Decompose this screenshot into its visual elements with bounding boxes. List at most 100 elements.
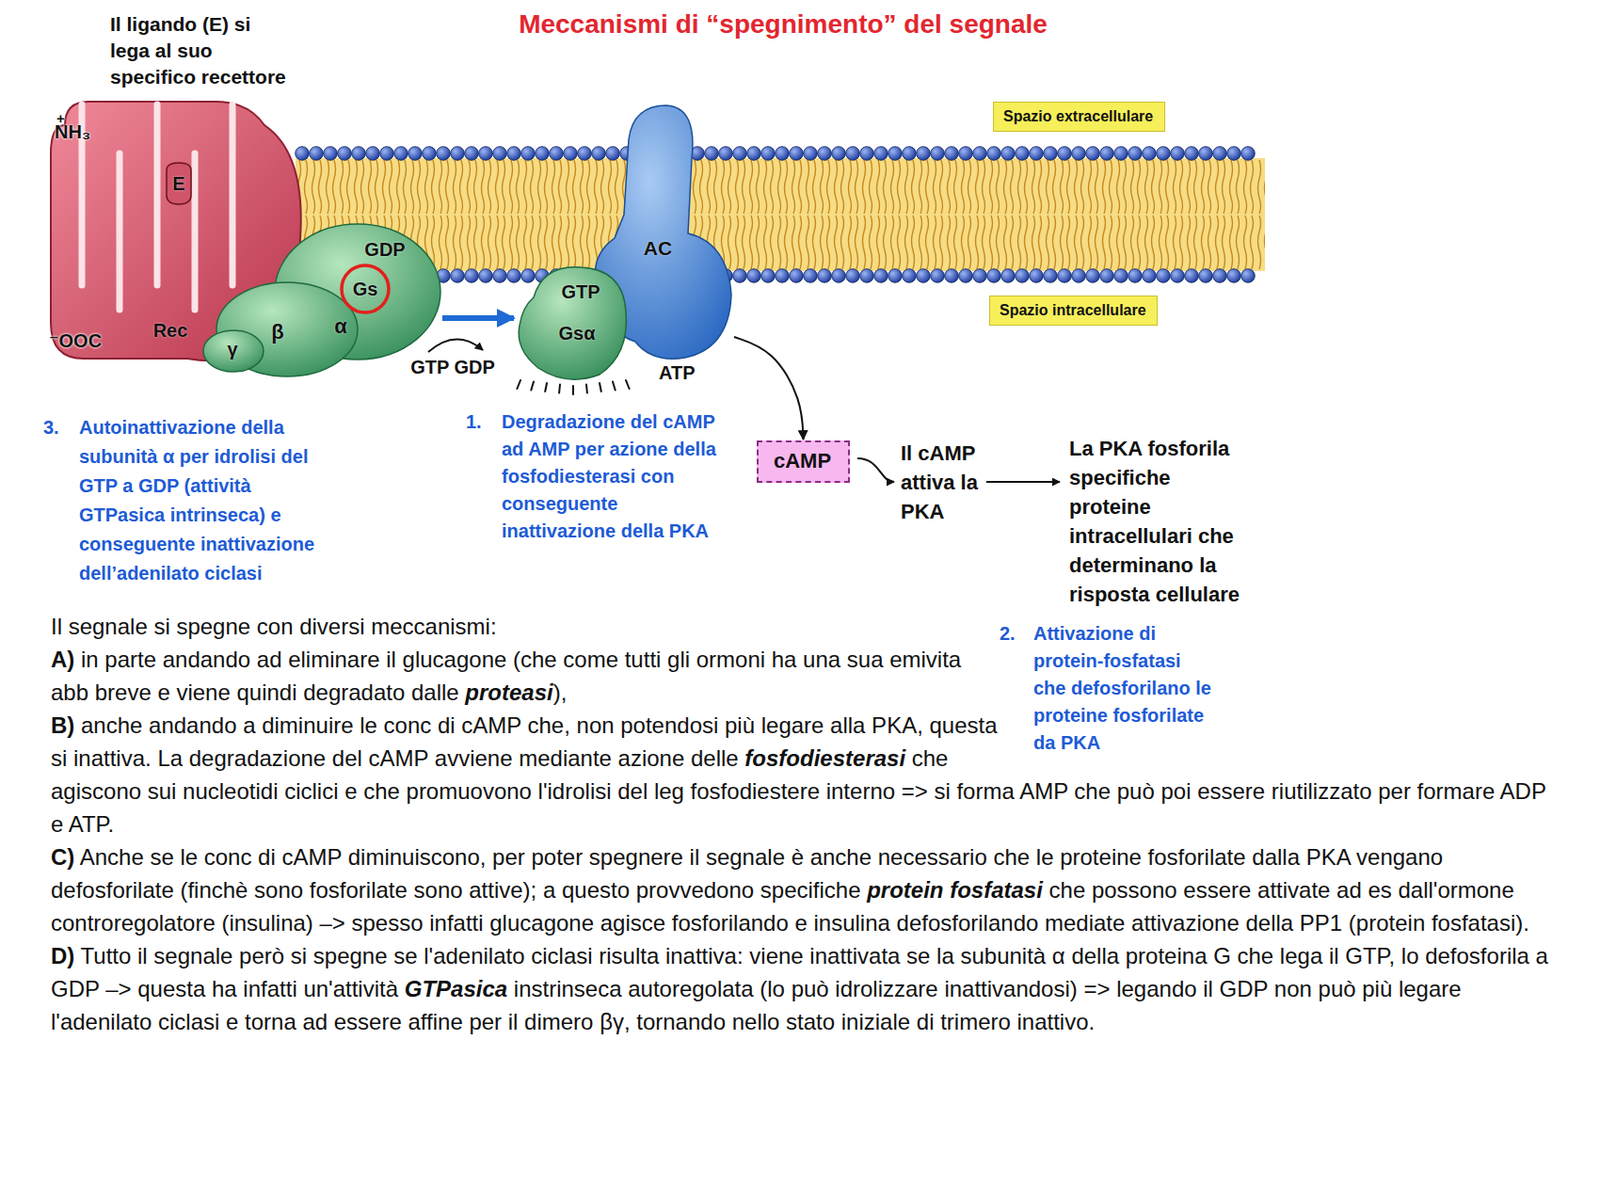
callout-text: Degradazione del cAMP ad AMP per azione …: [501, 408, 737, 545]
lipid-head: [408, 146, 423, 161]
body-text-segment: GTPasica: [404, 976, 508, 1002]
part-label: Gsα: [559, 323, 596, 343]
box-label: Spazio intracellulare: [999, 301, 1148, 320]
lipid-head: [422, 146, 437, 161]
lipid-head: [803, 269, 818, 284]
lipid-head: [1227, 269, 1242, 284]
spike-stroke: [544, 383, 547, 392]
lipid-head: [1015, 146, 1030, 161]
body-text-segment: ),: [553, 679, 568, 705]
lipid-head: [436, 146, 451, 161]
lipid-head: [606, 146, 621, 161]
part-label: γ: [226, 339, 238, 359]
g-protein-trimer-shape: [178, 211, 443, 382]
lipid-head: [704, 146, 720, 161]
activation-spikes: [516, 380, 629, 395]
lipid-head: [592, 146, 607, 161]
lipid-head: [987, 269, 1002, 284]
spike-stroke: [530, 382, 534, 391]
lipid-head: [1100, 269, 1115, 284]
part-label: GDP: [364, 240, 405, 259]
box-label: Spazio extracellulare: [1003, 107, 1155, 126]
lipid-head: [1227, 146, 1242, 161]
helix-gap: [154, 104, 161, 286]
exchange-arrow: [428, 338, 483, 352]
lipid-head: [563, 146, 578, 161]
body-paragraph: D) Tutto il segnale però si spegne se l'…: [50, 939, 1553, 1039]
lipid-head: [803, 146, 818, 161]
lipid-head: [1072, 146, 1087, 161]
lipid-head: [450, 146, 465, 161]
body-text-segment: Il segnale si spegne con diversi meccani…: [50, 613, 497, 640]
camp-box: cAMP: [756, 440, 850, 483]
region-label-box: Spazio intracellulare: [989, 295, 1158, 326]
lipid-head: [1241, 269, 1256, 284]
g-alpha-subunit-shape: [514, 259, 633, 384]
lipid-head: [479, 146, 494, 161]
g-alpha-outline: [518, 267, 626, 380]
lipid-heads: [295, 146, 1256, 284]
lipid-head: [479, 269, 494, 284]
highlight-ring: [341, 265, 389, 313]
lipid-head: [337, 146, 352, 161]
spike-stroke: [625, 380, 630, 389]
lipid-head: [775, 269, 790, 284]
lipid-head: [1156, 269, 1171, 284]
lipid-head: [987, 146, 1002, 161]
lipid-head: [1015, 269, 1030, 284]
spike-stroke: [585, 384, 589, 394]
g-alpha-subunit: GTPGsα: [514, 259, 633, 384]
part-label: β: [271, 321, 284, 343]
lipid-head: [832, 146, 847, 161]
lipid-head: [380, 146, 395, 161]
lipid-head: [1072, 269, 1087, 284]
lipid-head: [944, 146, 960, 161]
lipid-head: [1142, 269, 1157, 284]
body-paragraph: C) Anche se le conc di cAMP diminuiscono…: [50, 840, 1553, 940]
terminus-label: NH₃: [54, 120, 91, 144]
lipid-head: [1043, 269, 1058, 284]
body-text-segment: A): [50, 646, 75, 672]
lipid-head: [1213, 146, 1228, 161]
part-label: E: [172, 174, 185, 193]
lipid-head: [733, 269, 748, 284]
lipid-head: [1128, 269, 1143, 284]
lipid-head: [747, 269, 762, 284]
body-paragraph: Il segnale si spegne con diversi meccani…: [50, 609, 1553, 643]
lipid-head: [1114, 269, 1129, 284]
lipid-head: [1043, 146, 1058, 161]
body-paragraph: B) anche andando a diminuire le conc di …: [50, 708, 1553, 841]
lipid-head: [973, 146, 988, 161]
lipid-head: [733, 146, 748, 161]
lipid-head: [450, 269, 465, 284]
lipid-head: [846, 269, 861, 284]
lipid-head: [789, 269, 804, 284]
caption-text: Il ligando (E) si lega al suo specifico …: [110, 11, 291, 91]
lipid-head: [323, 146, 338, 161]
lipid-head: [874, 269, 889, 284]
body-text-segment: protein fosfatasi: [866, 877, 1043, 903]
lipid-head: [1142, 146, 1157, 161]
body-text-segment: proteasi: [464, 679, 553, 705]
g-protein-trimer: GDPαβγGs: [178, 211, 443, 382]
lipid-head: [1199, 146, 1214, 161]
spike-stroke: [612, 382, 616, 391]
ligand-molecule: E: [162, 162, 195, 205]
connector-arrow: [734, 336, 804, 440]
lipid-head: [888, 146, 903, 161]
lipid-head: [973, 269, 988, 284]
lipid-head: [747, 146, 762, 161]
callout-number: 2.: [999, 620, 1016, 648]
lipid-head: [888, 269, 903, 284]
gamma-part: [203, 330, 264, 372]
edge-label: GTP GDP: [408, 356, 497, 379]
lipid-head: [930, 269, 945, 284]
lipid-head: [1213, 269, 1228, 284]
lipid-head: [1156, 146, 1171, 161]
lipid-head: [549, 146, 564, 161]
lipid-head: [352, 146, 367, 161]
lipid-head: [1170, 146, 1185, 161]
connector-arrow: [442, 315, 514, 321]
lipid-head: [761, 269, 776, 284]
title: Meccanismi di “spegnimento” del segnale: [518, 9, 1048, 40]
